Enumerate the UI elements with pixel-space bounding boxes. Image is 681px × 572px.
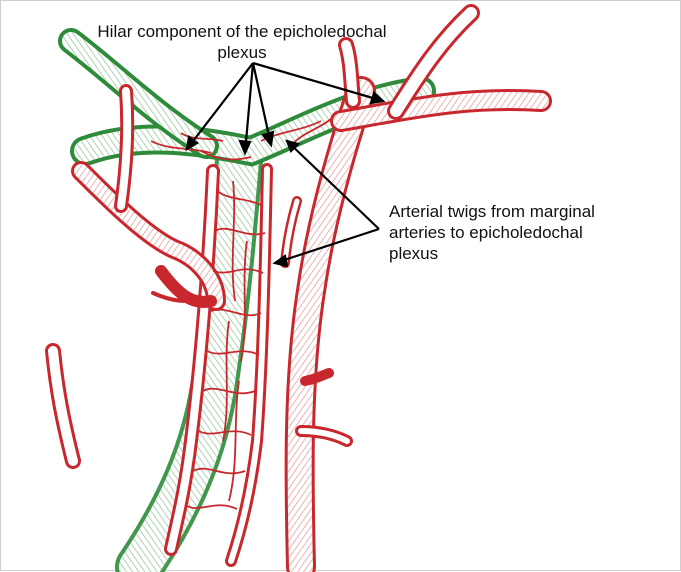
hilar-component-label: Hilar component of the epicholedochal pl… — [7, 21, 477, 63]
hilar-label-line-1: Hilar component of the epicholedochal — [7, 21, 477, 42]
twigs-label-line-1: Arterial twigs from marginal — [389, 201, 679, 222]
hilar-label-line-2: plexus — [7, 42, 477, 63]
artery-network — [53, 13, 541, 567]
twigs-label-line-2: arteries to epicholedochal — [389, 222, 679, 243]
arterial-twigs-label: Arterial twigs from marginal arteries to… — [389, 201, 679, 264]
twigs-label-line-3: plexus — [389, 243, 679, 264]
